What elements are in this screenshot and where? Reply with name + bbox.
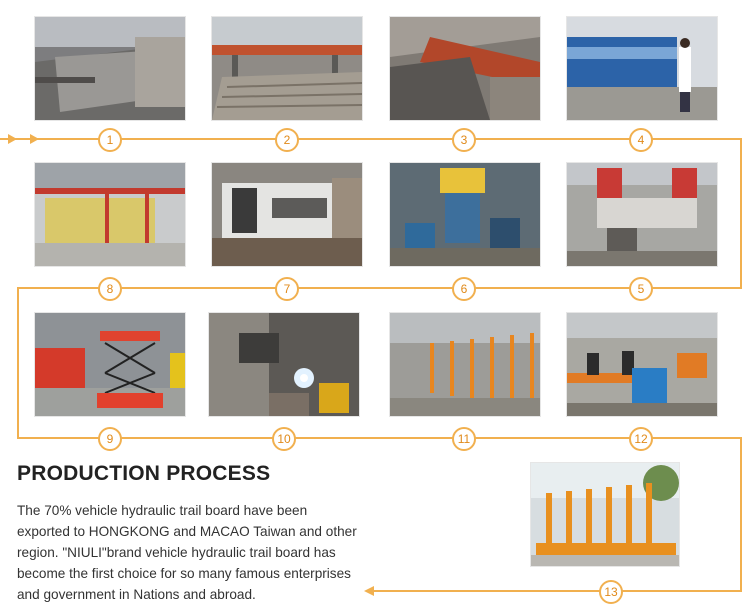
step-badge: 6	[452, 277, 476, 301]
arrow-left-icon	[364, 586, 374, 596]
section-title: PRODUCTION PROCESS	[17, 462, 271, 485]
photo-step-9-scissor-lift	[34, 312, 186, 417]
photo-step-8-painting-line	[34, 162, 186, 267]
photo-step-12-final-assembly	[566, 312, 718, 417]
photo-step-2-plasma-cutting	[211, 16, 363, 121]
step-badge: 7	[275, 277, 299, 301]
photo-step-13-finished-lifts	[530, 462, 680, 567]
step-badge: 12	[629, 427, 653, 451]
step-badge: 1	[98, 128, 122, 152]
step-badge: 4	[629, 128, 653, 152]
photo-step-4-press-brake	[566, 16, 718, 121]
photo-step-3-cut-plate	[389, 16, 541, 121]
step-badge: 5	[629, 277, 653, 301]
photo-step-7-lathe-machine	[211, 162, 363, 267]
photo-step-1-steel-plates	[34, 16, 186, 121]
step-badge: 8	[98, 277, 122, 301]
step-badge: 10	[272, 427, 296, 451]
step-badge: 13	[599, 580, 623, 604]
step-badge: 2	[275, 128, 299, 152]
photo-step-6-hydraulic-press	[389, 162, 541, 267]
arrow-right-icon	[8, 134, 17, 144]
photo-step-11-assembly-line	[389, 312, 541, 417]
step-badge: 9	[98, 427, 122, 451]
step-badge: 3	[452, 128, 476, 152]
photo-step-5-bending-machine	[566, 162, 718, 267]
photo-step-10-welding	[208, 312, 360, 417]
step-badge: 11	[452, 427, 476, 451]
section-description: The 70% vehicle hydraulic trail board ha…	[17, 503, 357, 602]
arrow-right-icon	[30, 134, 39, 144]
